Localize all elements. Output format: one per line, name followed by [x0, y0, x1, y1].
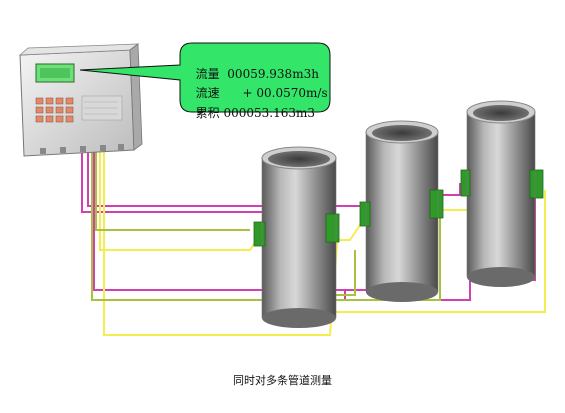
flow-speed-value: + 00.0570m/s — [242, 86, 328, 100]
sensor-icon-3b — [529, 169, 544, 199]
wire-yellow-5 — [336, 190, 546, 313]
wire-yellow-3 — [337, 221, 363, 241]
wire-olive-1 — [95, 152, 250, 231]
pipe-3 — [466, 100, 536, 287]
sensor-icon-1b — [325, 213, 340, 243]
flow-rate-value: 00059.938m3h — [227, 67, 319, 81]
sensors — [253, 169, 544, 247]
sensor-icon-2b — [429, 189, 444, 219]
wire-magenta-2 — [87, 152, 370, 207]
sensor-icon-3a — [460, 169, 471, 197]
flow-speed-label: 流速 — [195, 86, 220, 100]
wire-yellow-4 — [440, 200, 471, 211]
total-row: 累积 000053.163m3 — [188, 90, 315, 121]
readout-callout — [79, 42, 331, 113]
flow-speed-row: 流速 + 00.0570m/s — [188, 70, 328, 101]
wire-harness — [81, 152, 546, 336]
wire-magenta-1 — [81, 152, 268, 213]
sensor-icon-2a — [359, 201, 371, 227]
pipe-1 — [261, 146, 337, 328]
total-label: 累积 — [195, 106, 220, 120]
meter-keypad — [35, 97, 74, 123]
flowmeter-device-icon — [18, 43, 143, 157]
pipe-2 — [365, 120, 439, 302]
flow-rate-row: 流量 00059.938m3h — [188, 51, 319, 82]
wire-yellow-1 — [99, 152, 259, 251]
total-value: 000053.163m3 — [223, 106, 316, 120]
diagram-caption: 同时对多条管道测量 — [233, 374, 332, 387]
sensor-icon-1a — [253, 221, 266, 247]
flow-rate-label: 流量 — [195, 67, 220, 81]
